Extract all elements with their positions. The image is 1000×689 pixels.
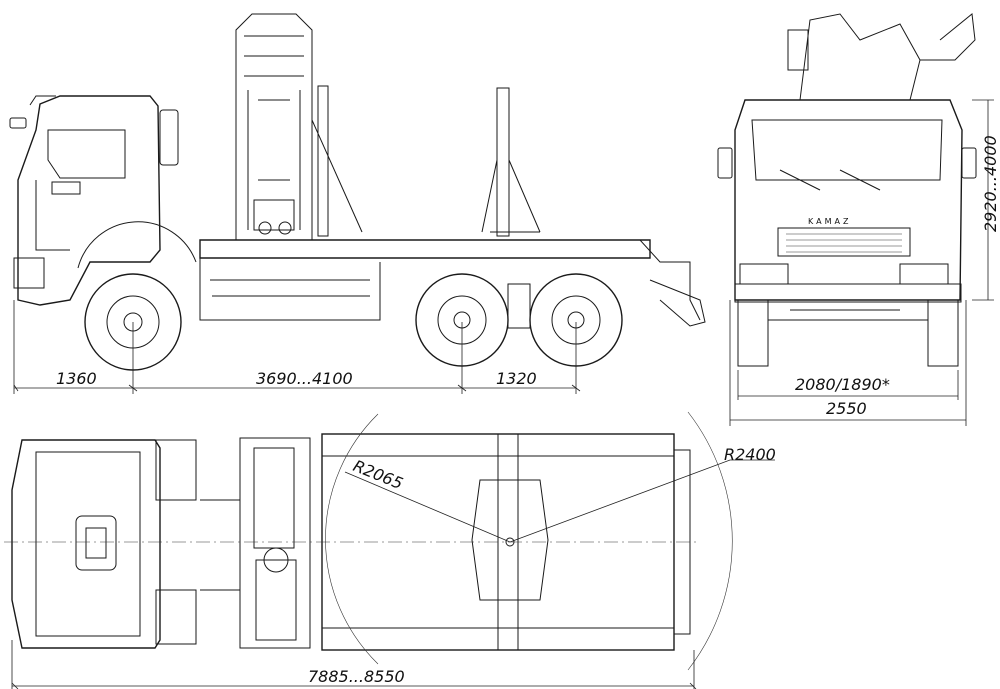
front-view: KAMAZ xyxy=(717,13,994,426)
side-view xyxy=(9,13,706,394)
rear-stanchion xyxy=(481,87,541,237)
dim-rear-bogie: 1320 xyxy=(496,369,537,388)
crane-mast xyxy=(235,13,363,240)
top-cab-outline xyxy=(11,439,161,649)
chassis-frame xyxy=(199,239,651,259)
swing-arc-outer xyxy=(687,411,733,671)
front-dimension-lines xyxy=(729,99,994,426)
crane-top xyxy=(200,437,311,649)
windshield xyxy=(751,119,943,181)
radius-outer-leader xyxy=(509,459,775,543)
dim-overall-length: 7885...8550 xyxy=(308,667,405,686)
front-fender xyxy=(77,221,197,269)
front-bumper xyxy=(13,257,45,289)
turntable xyxy=(471,479,549,601)
front-bumper-face xyxy=(734,283,962,303)
dim-wheelbase: 3690...4100 xyxy=(256,369,353,388)
front-cab-outline xyxy=(734,99,963,301)
dim-radius-outer: R2400 xyxy=(724,445,776,464)
radius-inner-leader xyxy=(344,471,511,543)
side-dimension-lines xyxy=(13,300,581,394)
cab-window xyxy=(47,129,126,179)
dim-track-width: 2080/1890* xyxy=(795,375,890,394)
dim-front-overhang: 1360 xyxy=(56,369,97,388)
cab-handle xyxy=(51,181,81,195)
roof-hatch xyxy=(75,515,117,571)
front-left-tire xyxy=(737,299,769,367)
swing-arc-inner xyxy=(325,413,379,665)
bogie-spring xyxy=(507,283,531,329)
right-headlight xyxy=(899,263,949,285)
dim-height: 2920...4000 xyxy=(981,135,1000,232)
top-dimension-lines xyxy=(11,640,697,689)
grille xyxy=(777,227,911,257)
dim-radius-inner: R2065 xyxy=(351,456,406,493)
brand-logo: KAMAZ xyxy=(808,217,851,226)
dim-overall-width: 2550 xyxy=(826,399,867,418)
cab-outline xyxy=(17,95,161,306)
side-mirror xyxy=(159,109,179,166)
front-right-tire xyxy=(927,299,959,367)
left-headlight xyxy=(739,263,789,285)
crane-folded xyxy=(799,13,921,101)
top-view xyxy=(4,411,775,689)
